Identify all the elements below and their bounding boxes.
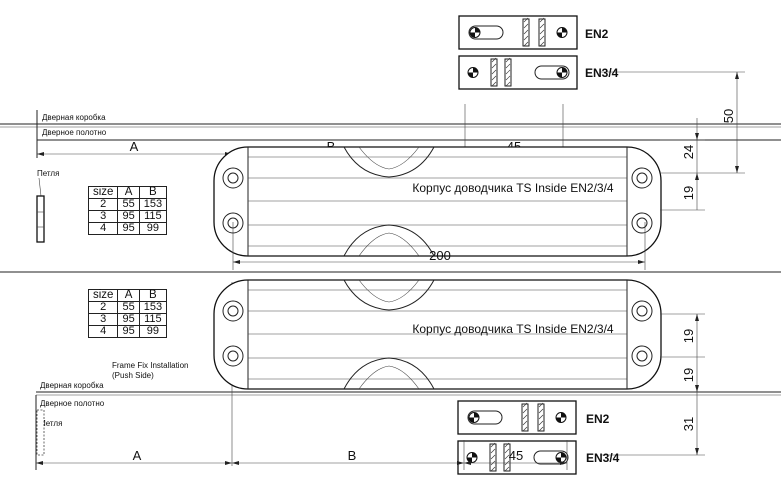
table-header-cell: size: [87, 186, 119, 199]
top-dim-50: 50: [721, 109, 736, 123]
bottom-dim-b: B: [348, 448, 357, 463]
table-cell: 2: [87, 301, 119, 314]
top-size-table: size A B 2 55 153 3 95 115 4 95 99: [87, 186, 168, 235]
table-row: 3 95 115: [87, 313, 168, 326]
table-header-cell: A: [117, 186, 140, 199]
table-cell: 95: [117, 313, 140, 326]
table-row: 2 55 153: [87, 301, 168, 314]
table-cell: 115: [138, 210, 168, 223]
table-row: 4 95 99: [87, 222, 168, 235]
top-dim-19: 19: [681, 186, 696, 200]
table-cell: 55: [117, 301, 140, 314]
bottom-label-frame: Дверная коробка: [40, 381, 104, 390]
table-cell: 55: [117, 198, 140, 211]
top-en34: EN3/4: [585, 66, 619, 80]
bottom-size-table: size A B 2 55 153 3 95 115 4 95 99: [87, 289, 168, 338]
table-row: 4 95 99: [87, 325, 168, 338]
bottom-dim-a: A: [133, 448, 142, 463]
bottom-en2: EN2: [586, 412, 610, 426]
table-cell: 99: [138, 222, 168, 235]
bottom-dim-45: 45: [509, 448, 523, 463]
top-plate-en2: [458, 15, 578, 50]
table-cell: 3: [87, 210, 119, 223]
table-cell: 99: [138, 325, 168, 338]
top-dim-a: A: [130, 139, 139, 154]
top-en2: EN2: [585, 27, 609, 41]
table-header-row: size A B: [87, 186, 168, 199]
top-dim-200: 200: [429, 248, 451, 263]
table-header-row: size A B: [87, 289, 168, 302]
table-header-cell: B: [138, 186, 168, 199]
bottom-body-label: Корпус доводчика TS Inside EN2/3/4: [412, 322, 614, 336]
bottom-en34: EN3/4: [586, 451, 620, 465]
bottom-dim-31: 31: [681, 417, 696, 431]
table-cell: 153: [138, 301, 168, 314]
top-label-door: Дверное полотно: [42, 128, 107, 137]
table-cell: 2: [87, 198, 119, 211]
table-cell: 95: [117, 210, 140, 223]
top-label-frame: Дверная коробка: [42, 113, 106, 122]
top-plate-en34: [458, 55, 578, 90]
table-row: 3 95 115: [87, 210, 168, 223]
top-body-label: Корпус доводчика TS Inside EN2/3/4: [412, 181, 614, 195]
bottom-dim-19b: 19: [681, 368, 696, 382]
table-cell: 95: [117, 222, 140, 235]
top-label-hinge: Петля: [37, 169, 59, 178]
bottom-plate-en2: [457, 400, 577, 435]
bottom-label-hinge: Петля: [40, 419, 62, 428]
table-header-cell: B: [138, 289, 168, 302]
bottom-hinge-icon: [36, 409, 45, 456]
top-closer-body: [213, 146, 662, 257]
bottom-install-line2: (Push Side): [112, 371, 154, 380]
table-cell: 115: [138, 313, 168, 326]
bottom-view: Frame Fix Installation (Push Side) Дверн…: [35, 279, 781, 475]
table-cell: 4: [87, 325, 119, 338]
table-row: 2 55 153: [87, 198, 168, 211]
table-header-cell: size: [87, 289, 119, 302]
table-cell: 153: [138, 198, 168, 211]
top-view: Дверная коробка Дверное полотно Петля A …: [0, 15, 781, 273]
table-header-cell: A: [117, 289, 140, 302]
bottom-install-line1: Frame Fix Installation: [112, 361, 188, 370]
table-cell: 3: [87, 313, 119, 326]
bottom-dim-19a: 19: [681, 329, 696, 343]
top-hinge-icon: [36, 195, 45, 243]
top-dim-24: 24: [681, 145, 696, 159]
table-cell: 4: [87, 222, 119, 235]
bottom-label-door: Дверное полотно: [40, 399, 105, 408]
table-cell: 95: [117, 325, 140, 338]
